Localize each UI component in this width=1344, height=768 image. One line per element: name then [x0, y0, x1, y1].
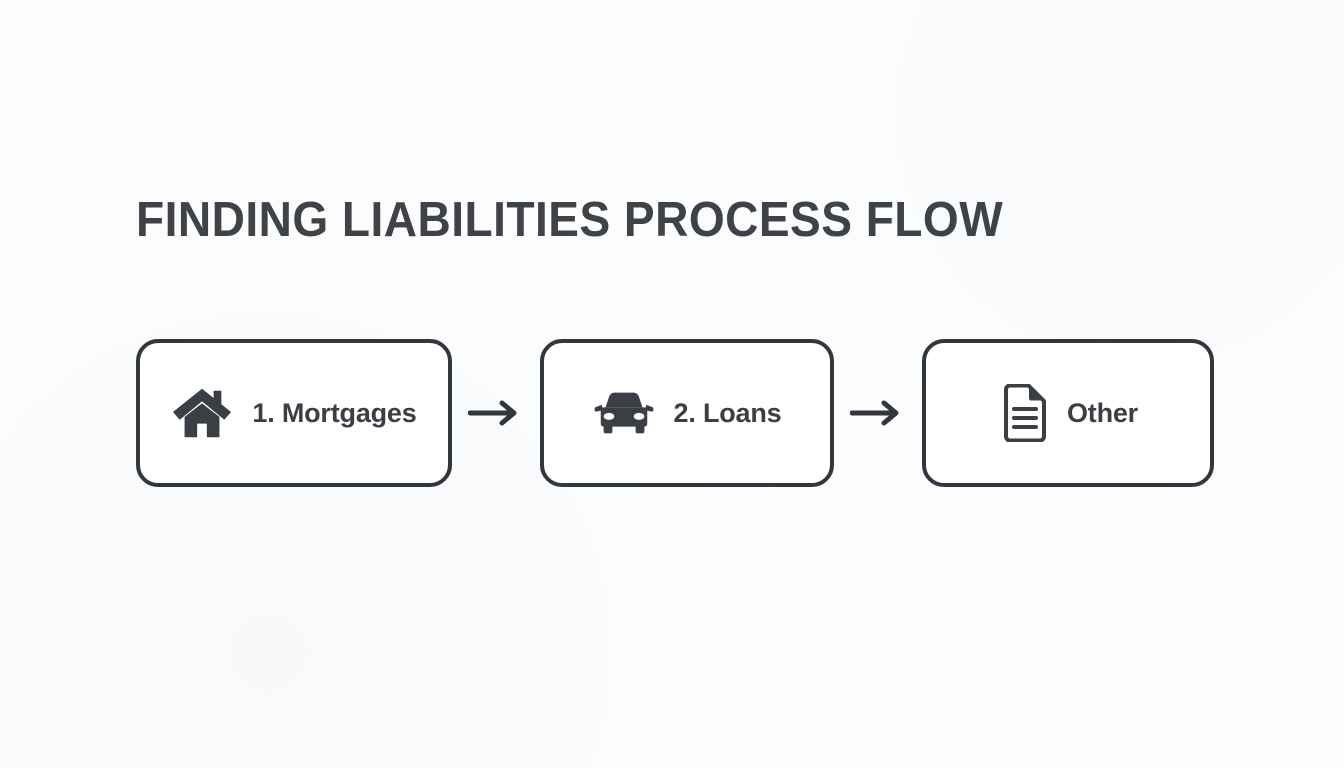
house-icon [171, 384, 233, 442]
flow-node-label: 1. Mortgages [252, 397, 417, 428]
process-flow: 1. Mortgages [136, 339, 1214, 487]
flow-node-label: Other [1066, 397, 1138, 428]
flow-node-mortgages[interactable]: 1. Mortgages [136, 339, 452, 487]
page-title: FINDING LIABILITIES PROCESS FLOW [136, 193, 1004, 247]
car-icon [593, 389, 655, 437]
document-icon [998, 384, 1048, 442]
arrow-right-icon [834, 393, 922, 433]
flow-node-other[interactable]: Other [922, 339, 1214, 487]
arrow-right-icon [452, 393, 540, 433]
flow-node-label: 2. Loans [673, 397, 782, 428]
flow-node-loans[interactable]: 2. Loans [540, 339, 834, 487]
